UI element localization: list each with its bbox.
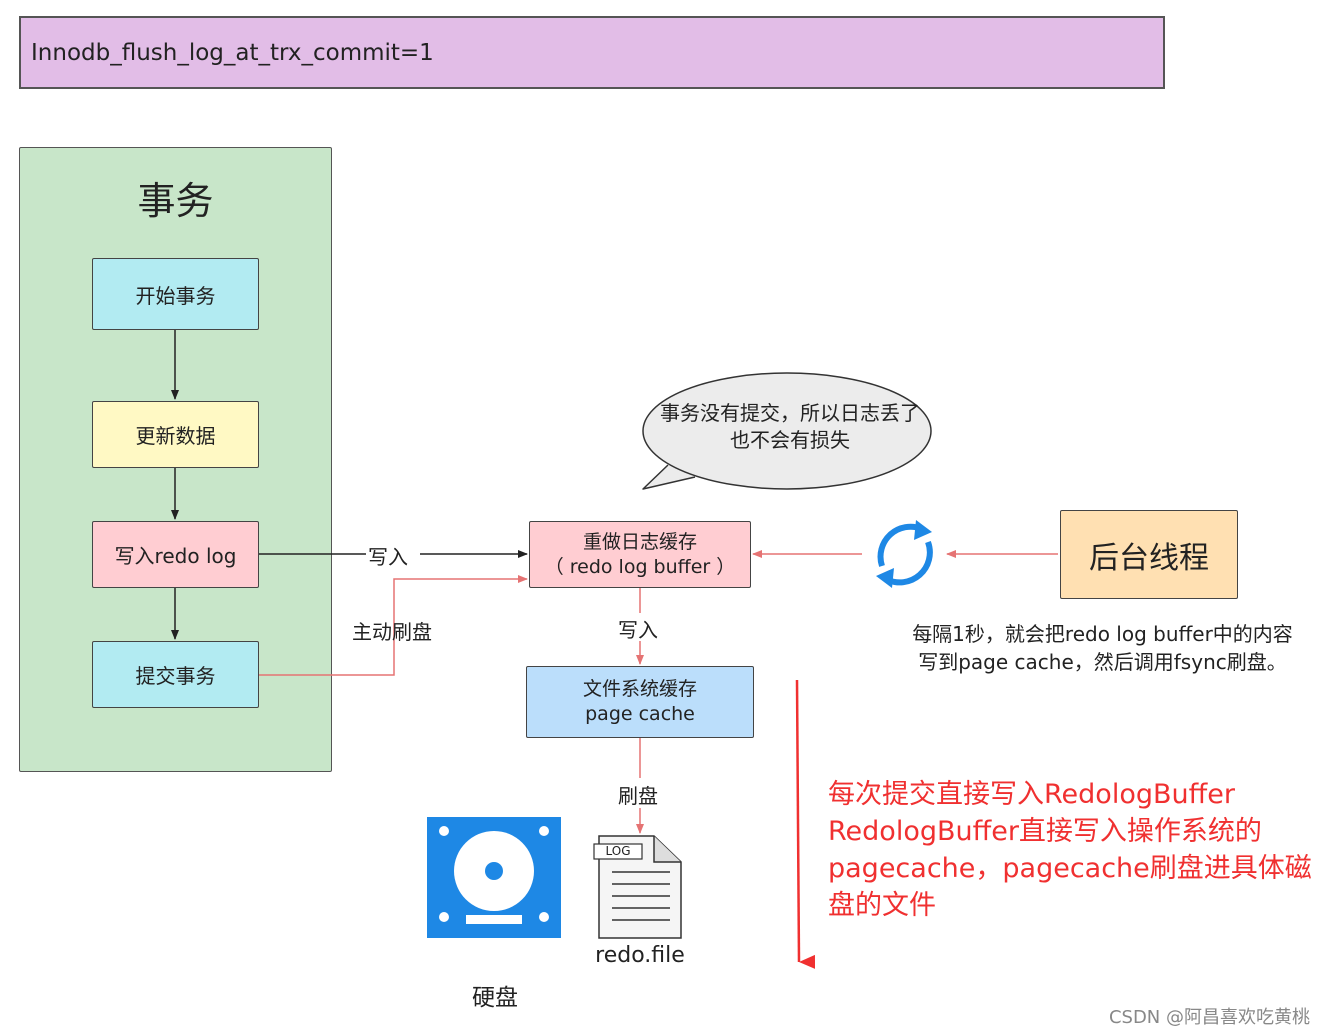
edge-label-bg (612, 778, 668, 808)
log-file-tag: LOG (605, 844, 631, 858)
step-start-transaction: 开始事务 (92, 258, 259, 330)
arrow-commit-to-buffer (259, 575, 528, 676)
note-line: 盘的文件 (828, 890, 936, 921)
step-commit-transaction: 提交事务 (92, 641, 259, 708)
redo-log-buffer-box: 重做日志缓存 （ redo log buffer ） (529, 521, 751, 588)
mode-header-text: Innodb_flush_log_at_trx_commit=1 (31, 39, 434, 66)
redo-buffer-title: 重做日志缓存 (582, 530, 697, 553)
redo-file-label: redo.file (595, 943, 685, 968)
step-update-data: 更新数据 (92, 401, 259, 468)
red-down-arrow (795, 679, 816, 969)
note-line: 每隔1秒，就会把redo log buffer中的内容 (912, 622, 1293, 646)
edge-label-active-flush: 主动刷盘 (352, 620, 432, 644)
redo-buffer-subtitle: （ redo log buffer ） (544, 555, 736, 578)
edge-label-flush: 刷盘 (618, 784, 658, 808)
mode-header: Innodb_flush_log_at_trx_commit=1 (19, 16, 1165, 89)
step-label: 提交事务 (135, 664, 216, 688)
note-line: pagecache，pagecache刷盘进具体磁 (828, 853, 1312, 884)
bubble-line: 也不会有损失 (730, 428, 850, 452)
step-label: 开始事务 (135, 283, 216, 308)
speech-bubble (642, 372, 932, 490)
edge-label-write-cache: 写入 (618, 618, 658, 642)
note-line: RedologBuffer直接写入操作系统的 (828, 816, 1262, 847)
background-thread-note: 每隔1秒，就会把redo log buffer中的内容 写到page cache… (880, 620, 1325, 676)
edge-label-write: 写入 (368, 545, 408, 569)
step-write-redo-log: 写入redo log (92, 521, 259, 588)
page-cache-box: 文件系统缓存 page cache (526, 666, 754, 738)
background-thread-label: 后台线程 (1089, 540, 1209, 576)
page-cache-title: 文件系统缓存 (582, 678, 697, 700)
watermark: CSDN @阿昌喜欢吃黄桃 (1108, 1007, 1310, 1028)
commit-explanation-note: 每次提交直接写入RedologBuffer RedologBuffer直接写入操… (828, 776, 1323, 924)
background-thread-box: 后台线程 (1060, 510, 1238, 599)
note-line: 写到page cache，然后调用fsync刷盘。 (918, 650, 1287, 674)
step-label: 写入redo log (114, 544, 237, 568)
note-line: 每次提交直接写入RedologBuffer (828, 779, 1235, 810)
edge-label-bg (366, 540, 420, 568)
hard-disk-icon (427, 817, 561, 938)
bubble-line: 事务没有提交，所以日志丢了 (660, 401, 920, 425)
transaction-title: 事务 (137, 179, 214, 223)
log-file-icon (593, 835, 682, 939)
speech-bubble-text: 事务没有提交，所以日志丢了 也不会有损失 (645, 400, 935, 454)
edge-label-bg (612, 613, 668, 641)
page-cache-subtitle: page cache (585, 703, 695, 725)
step-label: 更新数据 (135, 424, 216, 448)
hard-disk-label: 硬盘 (472, 985, 518, 1011)
sync-icon (876, 520, 933, 588)
